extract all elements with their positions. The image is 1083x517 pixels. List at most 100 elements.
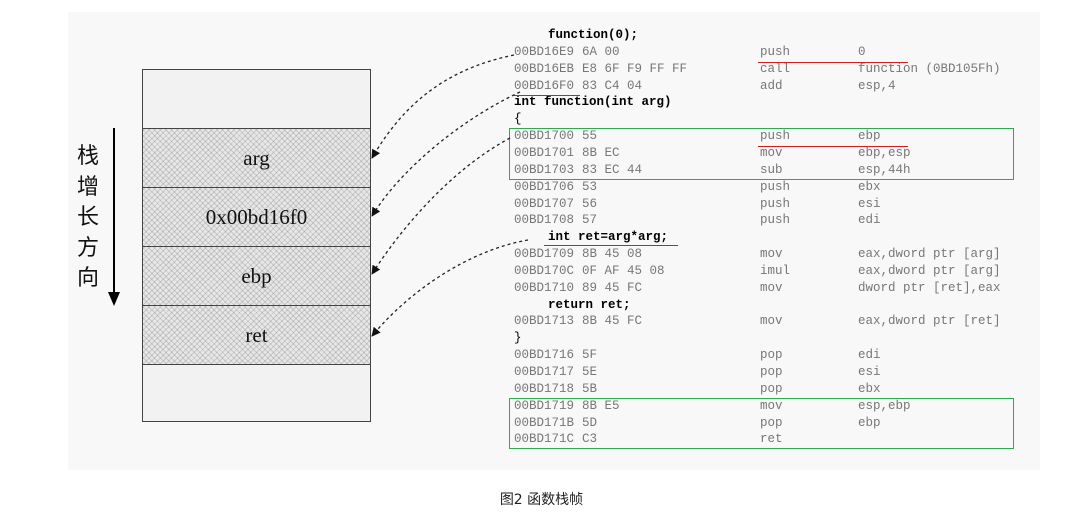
asm-operands: esp,ebp xyxy=(858,398,911,413)
asm-bytes: 8B E5 xyxy=(582,398,620,413)
highlight-underline-push-ebp xyxy=(758,146,908,147)
asm-bytes: 56 xyxy=(582,196,598,211)
stack-cell-ebp: ebp xyxy=(142,246,371,306)
source-line: return ret; xyxy=(548,297,631,312)
asm-operands: esp,44h xyxy=(858,162,911,177)
asm-operands: ebp xyxy=(858,415,881,430)
asm-operands: eax,dword ptr [arg] xyxy=(858,247,1001,262)
asm-operands: ebp xyxy=(858,129,881,144)
asm-bytes: 0F AF 45 08 xyxy=(582,263,665,278)
asm-address: 00BD1700 xyxy=(514,129,575,144)
asm-address: 00BD171C xyxy=(514,432,575,447)
asm-address: 00BD1701 xyxy=(514,145,575,160)
asm-bytes: 89 45 FC xyxy=(582,280,643,295)
asm-operands: esi xyxy=(858,196,881,211)
source-brace: { xyxy=(514,112,522,127)
asm-mnemonic: push xyxy=(760,213,791,228)
asm-bytes: 8B 45 FC xyxy=(582,314,643,329)
asm-address: 00BD16EB xyxy=(514,61,575,76)
asm-mnemonic: pop xyxy=(760,415,783,430)
highlight-underline-push-0 xyxy=(758,62,908,63)
highlight-box-epilogue xyxy=(509,398,1014,449)
asm-operands: esi xyxy=(858,365,881,379)
asm-address: 00BD1717 xyxy=(514,365,575,379)
asm-operands: esp,4 xyxy=(858,78,896,93)
stack-growth-label: 栈增长方向 xyxy=(76,144,99,291)
asm-address: 00BD16E9 xyxy=(514,44,575,59)
highlight-underline-int-ret xyxy=(544,245,678,246)
asm-operands: ebx xyxy=(858,179,881,194)
stack-growth-arrow-icon xyxy=(108,128,120,306)
asm-bytes: 5B xyxy=(582,381,598,396)
asm-address: 00BD170C xyxy=(514,263,575,278)
asm-bytes: 53 xyxy=(582,179,598,194)
stack-cell-arg: arg xyxy=(142,128,371,188)
asm-mnemonic: mov xyxy=(760,314,783,329)
source-brace: } xyxy=(514,331,522,346)
asm-address: 00BD1710 xyxy=(514,280,575,295)
asm-bytes: E8 6F F9 FF FF xyxy=(582,61,688,76)
asm-mnemonic: mov xyxy=(760,247,783,262)
stack-cell-empty-top xyxy=(142,69,371,129)
asm-bytes: 6A 00 xyxy=(582,44,620,59)
asm-mnemonic: ret xyxy=(760,432,783,447)
asm-mnemonic: mov xyxy=(760,280,783,295)
asm-mnemonic: push xyxy=(760,179,791,194)
asm-operands: ebp,esp xyxy=(858,145,911,160)
asm-operands: edi xyxy=(858,348,881,363)
asm-mnemonic: mov xyxy=(760,145,783,160)
asm-bytes: 55 xyxy=(582,129,598,144)
highlight-box-prologue xyxy=(509,128,1014,180)
stack-cell-empty-bottom xyxy=(142,364,371,422)
asm-address: 00BD1713 xyxy=(514,314,575,329)
asm-address: 00BD1708 xyxy=(514,213,575,228)
asm-bytes: 5D xyxy=(582,415,598,430)
asm-bytes: C3 xyxy=(582,432,598,447)
asm-address: 00BD1718 xyxy=(514,381,575,396)
asm-mnemonic: imul xyxy=(760,263,791,278)
asm-mnemonic: push xyxy=(760,129,791,144)
asm-mnemonic: call xyxy=(760,61,791,76)
asm-operands: dword ptr [ret],eax xyxy=(858,280,1001,295)
highlight-underline-return-address xyxy=(514,95,580,96)
asm-address: 00BD1719 xyxy=(514,398,575,413)
asm-bytes: 8B 45 08 xyxy=(582,247,643,262)
arrow-push-to-arg xyxy=(371,54,515,159)
source-line: int function(int arg) xyxy=(514,95,672,110)
asm-operands: 0 xyxy=(858,44,866,59)
asm-mnemonic: mov xyxy=(760,398,783,413)
stack-cell-ret: ret xyxy=(142,305,371,365)
asm-address: 00BD16F0 xyxy=(514,78,575,93)
asm-operands: edi xyxy=(858,213,881,228)
asm-bytes: 8B EC xyxy=(582,145,620,160)
asm-operands: eax,dword ptr [arg] xyxy=(858,263,1001,278)
arrow-push-ebp-to-cell xyxy=(371,137,511,275)
asm-operands: eax,dword ptr [ret] xyxy=(858,314,1001,329)
asm-bytes: 5F xyxy=(582,348,598,363)
asm-address: 00BD1716 xyxy=(514,348,575,363)
asm-bytes: 5E xyxy=(582,365,598,379)
source-line: int ret=arg*arg; xyxy=(548,230,669,245)
asm-address: 00BD1703 xyxy=(514,162,575,177)
arrow-return-address-to-cell xyxy=(371,91,521,217)
arrow-int-ret-to-cell xyxy=(371,239,529,337)
asm-bytes: 83 C4 04 xyxy=(582,78,643,93)
asm-mnemonic: sub xyxy=(760,162,783,177)
asm-mnemonic: pop xyxy=(760,348,783,363)
asm-mnemonic: add xyxy=(760,78,783,93)
asm-mnemonic: pop xyxy=(760,381,783,396)
asm-mnemonic: pop xyxy=(760,365,783,379)
asm-mnemonic: push xyxy=(760,44,791,59)
asm-address: 00BD171B xyxy=(514,415,575,430)
asm-address: 00BD1707 xyxy=(514,196,575,211)
asm-operands: ebx xyxy=(858,381,881,396)
asm-bytes: 57 xyxy=(582,213,598,228)
source-line: function(0); xyxy=(548,28,639,42)
asm-address: 00BD1709 xyxy=(514,247,575,262)
asm-mnemonic: push xyxy=(760,196,791,211)
asm-bytes: 83 EC 44 xyxy=(582,162,643,177)
asm-address: 00BD1706 xyxy=(514,179,575,194)
asm-operands: function (0BD105Fh) xyxy=(858,61,1001,76)
figure-caption: 图2 函数栈帧 xyxy=(499,492,584,508)
